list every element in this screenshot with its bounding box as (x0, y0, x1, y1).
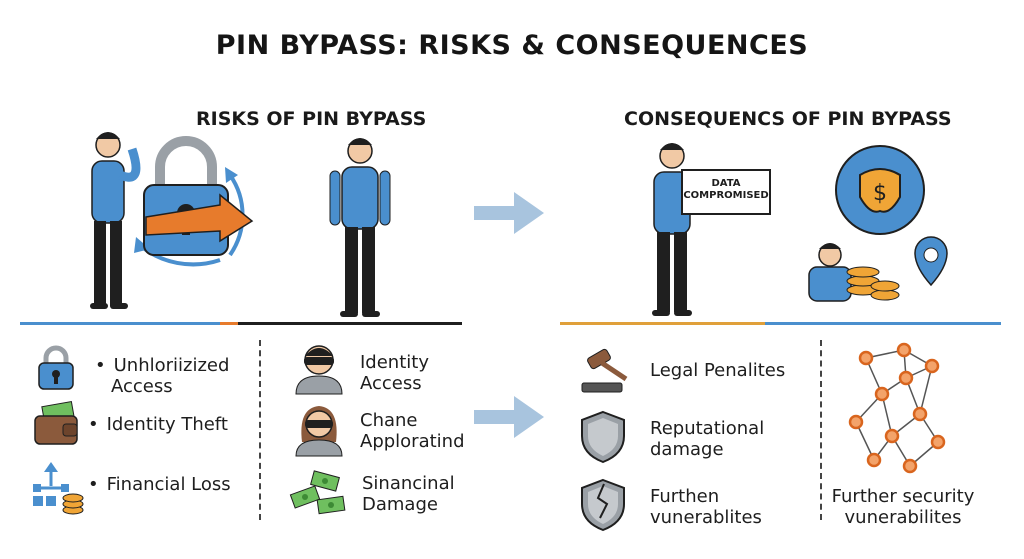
flow-arrow-icon (474, 192, 544, 234)
sign-line: COMPROMISED (683, 190, 769, 201)
item-line: Identity Theft (88, 414, 228, 435)
item-line: vunerablites (650, 507, 762, 528)
item-line: Further security (831, 486, 975, 507)
consequence-item-further-vulnerabilities: Furthen vunerablites (650, 486, 762, 528)
item-line: Chane (360, 410, 418, 431)
data-compromised-sign: DATA COMPROMISED (682, 178, 770, 202)
risk-item-financial-loss: Financial Loss (88, 474, 231, 495)
page-title: PIN BYPASS: RISKS & CONSEQUENCES (215, 30, 809, 61)
item-line: Furthen (650, 486, 720, 507)
standing-man-illustration (329, 138, 391, 317)
risk-item-identity-theft: Identity Theft (88, 414, 228, 435)
item-line: Reputational (650, 418, 765, 439)
item-line: Sinancinal (362, 473, 455, 494)
divider-line (220, 322, 238, 325)
item-line: Legal Penalites (650, 360, 786, 381)
worried-man-padlock-illustration (90, 132, 254, 309)
item-line: Access (360, 373, 422, 394)
consequence-item-legal-penalties: Legal Penalites (650, 360, 785, 381)
consequence-item-further-security-vulnerabilities: Further security vunerabilites (828, 486, 978, 528)
risk-item-identity-access: Identity Access (360, 352, 429, 394)
item-line: damage (650, 439, 724, 460)
risk-item-unauthorized-access: Unhloriizized Access (95, 355, 229, 397)
node-network-icon (848, 342, 946, 474)
sign-line: DATA (711, 178, 741, 189)
network-coins-icon (33, 462, 84, 515)
shield-icon (581, 410, 625, 464)
svg-text:$: $ (873, 181, 887, 206)
item-line: Unhloriizized (95, 355, 230, 376)
column-separator (820, 340, 822, 520)
divider-line (765, 322, 1001, 325)
item-line: vunerabilites (844, 507, 962, 528)
money-bills-icon (289, 470, 346, 515)
consequences-heading: CONSEQUENCS OF PIN BYPASS (624, 108, 952, 130)
gavel-icon (581, 348, 628, 393)
divider-line (238, 322, 462, 325)
financial-loss-illustration: $ (808, 145, 948, 302)
divider-line (20, 322, 220, 325)
flow-arrow-icon (474, 396, 544, 438)
risk-item-chane-apploratind: Chane Apploratind (360, 410, 465, 452)
column-separator (259, 340, 261, 520)
divider-line (560, 322, 765, 325)
item-line: Apploratind (360, 431, 465, 452)
man-with-sign-illustration (652, 143, 771, 316)
padlock-icon (38, 345, 74, 390)
risk-item-financial-damage: Sinancinal Damage (362, 473, 455, 515)
cracked-shield-icon (581, 478, 625, 532)
item-line: Identity (360, 352, 429, 373)
consequence-item-reputational-damage: Reputational damage (650, 418, 764, 460)
item-line: Damage (362, 494, 438, 515)
masked-man-icon (295, 345, 343, 395)
risks-heading: RISKS OF PIN BYPASS (196, 108, 427, 130)
item-line: Access (111, 376, 173, 397)
wallet-icon (34, 400, 78, 445)
masked-woman-icon (295, 406, 343, 457)
item-line: Financial Loss (88, 474, 231, 495)
